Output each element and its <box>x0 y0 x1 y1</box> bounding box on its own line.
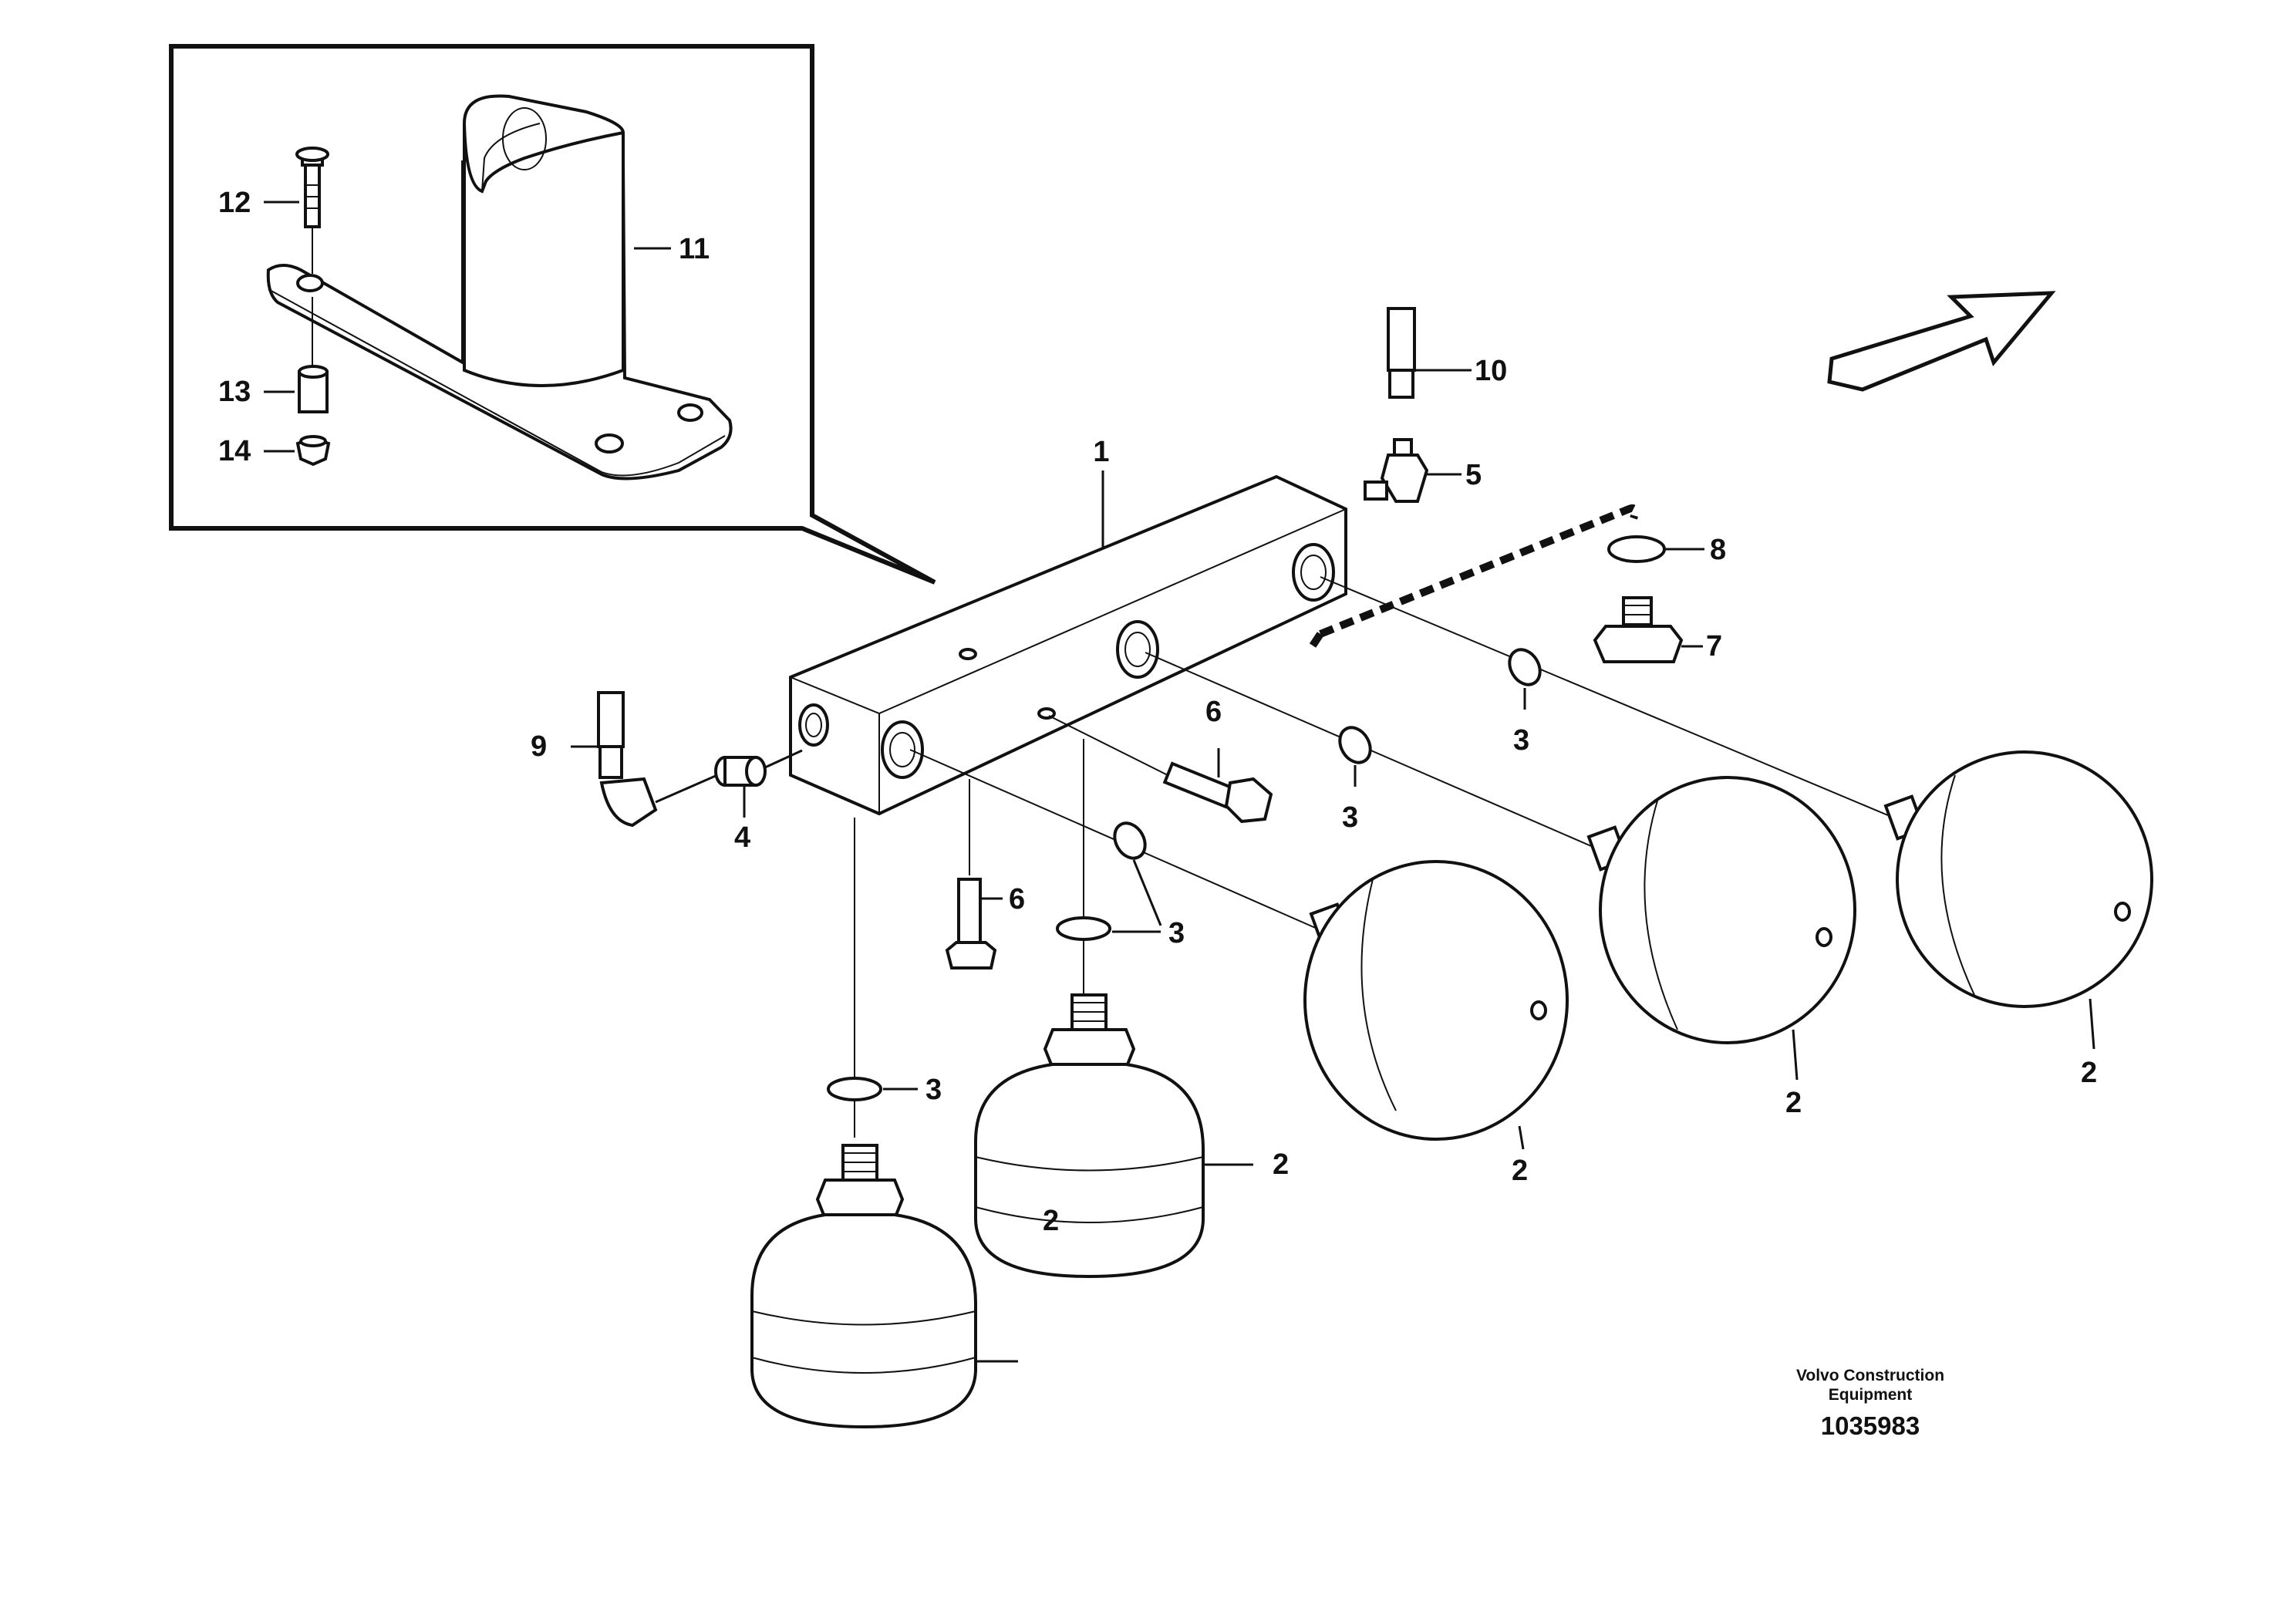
callout-13: 13 <box>218 376 251 408</box>
screw-6-bottom <box>945 779 1003 969</box>
screw-6-right <box>1048 715 1273 824</box>
caption-line-2: Equipment <box>1829 1386 1913 1404</box>
dashed-link <box>1307 504 1639 650</box>
callout-4: 4 <box>734 821 750 854</box>
inset-panel <box>169 44 936 585</box>
callout-12: 12 <box>218 187 251 219</box>
callout-11: 11 <box>679 233 710 265</box>
callout-2-d: 2 <box>1785 1087 1802 1119</box>
elbow-5 <box>1364 438 1462 503</box>
oring-e <box>1508 648 1542 710</box>
callout-10: 10 <box>1475 355 1507 387</box>
hose-9 <box>571 691 718 828</box>
spacer-13 <box>298 297 329 413</box>
mounting-bracket <box>266 94 733 481</box>
callout-3-b: 3 <box>1168 917 1185 949</box>
callout-1: 1 <box>1093 436 1109 468</box>
callout-6-b: 6 <box>1009 883 1025 916</box>
caption-line-1: Volvo Construction <box>1796 1367 1944 1384</box>
callout-6-a: 6 <box>1205 696 1222 728</box>
oring-c <box>1113 821 1162 926</box>
nut-14 <box>295 435 331 467</box>
callout-2-a: 2 <box>1043 1205 1059 1237</box>
callout-2-e: 2 <box>2081 1057 2097 1089</box>
callout-3-a: 3 <box>925 1074 942 1106</box>
drawing-number: 1035983 <box>1821 1411 1920 1440</box>
hose-10 <box>1387 307 1472 399</box>
oring-d <box>1338 726 1372 787</box>
link-side-3 <box>1320 576 1894 818</box>
oring-b <box>1056 916 1161 941</box>
oring-a <box>827 1077 918 1101</box>
callout-2-c: 2 <box>1512 1155 1528 1187</box>
nipple-4 <box>714 749 803 818</box>
accumulator-side-1 <box>1303 860 1569 1150</box>
callout-3-c: 3 <box>1342 801 1358 834</box>
seal-8 <box>1607 535 1704 563</box>
callout-7: 7 <box>1706 630 1722 663</box>
callout-5: 5 <box>1465 459 1482 491</box>
callout-8: 8 <box>1710 534 1726 566</box>
direction-arrow-icon <box>1827 291 2056 392</box>
accumulator-bottom-mid <box>974 993 1253 1279</box>
callout-14: 14 <box>218 435 251 467</box>
accumulator-side-3 <box>1883 750 2153 1050</box>
callout-3-d: 3 <box>1513 724 1529 757</box>
callout-9: 9 <box>531 730 547 763</box>
bolt-12 <box>295 147 329 274</box>
accumulator-side-2 <box>1586 776 1856 1081</box>
plug-7 <box>1593 596 1703 663</box>
accumulator-bottom-left <box>750 1144 1018 1429</box>
callout-2-b: 2 <box>1273 1148 1289 1181</box>
manifold-block <box>789 474 1347 816</box>
